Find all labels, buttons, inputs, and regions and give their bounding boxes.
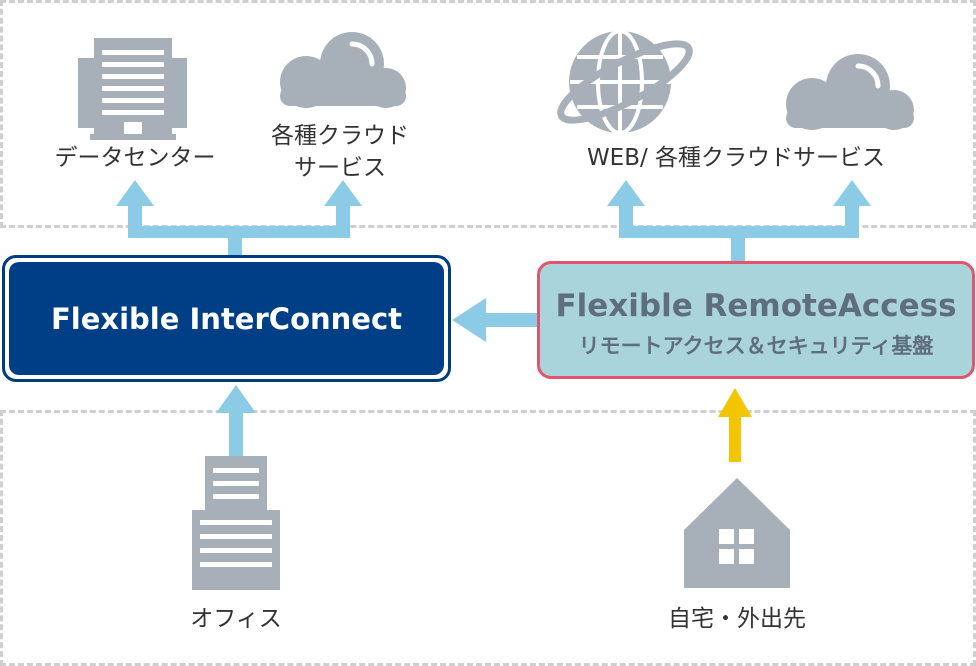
office-label: オフィス bbox=[190, 606, 282, 632]
interconnect-box: Flexible InterConnect bbox=[2, 255, 451, 382]
remote-access-box: Flexible RemoteAccess リモートアクセス＆セキュリティ基盤 bbox=[537, 261, 975, 379]
cloud-zone bbox=[0, 0, 976, 228]
cloud-service-label-line1: 各種クラウド bbox=[271, 123, 409, 149]
remote-access-title: Flexible RemoteAccess bbox=[555, 288, 957, 324]
office-up-arrow bbox=[216, 385, 256, 463]
remote-access-subtitle: リモートアクセス＆セキュリティ基盤 bbox=[578, 334, 934, 358]
access-zone bbox=[0, 410, 976, 666]
web-cloud-connector bbox=[607, 180, 871, 263]
web-cloud-service-label: WEB/ 各種クラウドサービス bbox=[586, 145, 886, 171]
cloud-service-label-line2: サービス bbox=[294, 155, 386, 181]
globe-icon bbox=[557, 29, 693, 135]
office-building-icon bbox=[192, 456, 280, 590]
remote-to-interconnect-arrow bbox=[452, 298, 538, 342]
home-up-arrow bbox=[718, 388, 752, 462]
datacenter-cloud-connector bbox=[116, 180, 362, 256]
web-cloud-icon bbox=[786, 54, 914, 130]
home-label: 自宅・外出先 bbox=[668, 606, 806, 632]
house-icon bbox=[684, 478, 790, 588]
datacenter-label: データセンター bbox=[54, 145, 216, 171]
cloud-icon bbox=[280, 32, 406, 108]
datacenter-icon bbox=[78, 38, 187, 140]
interconnect-label: Flexible InterConnect bbox=[9, 262, 444, 375]
